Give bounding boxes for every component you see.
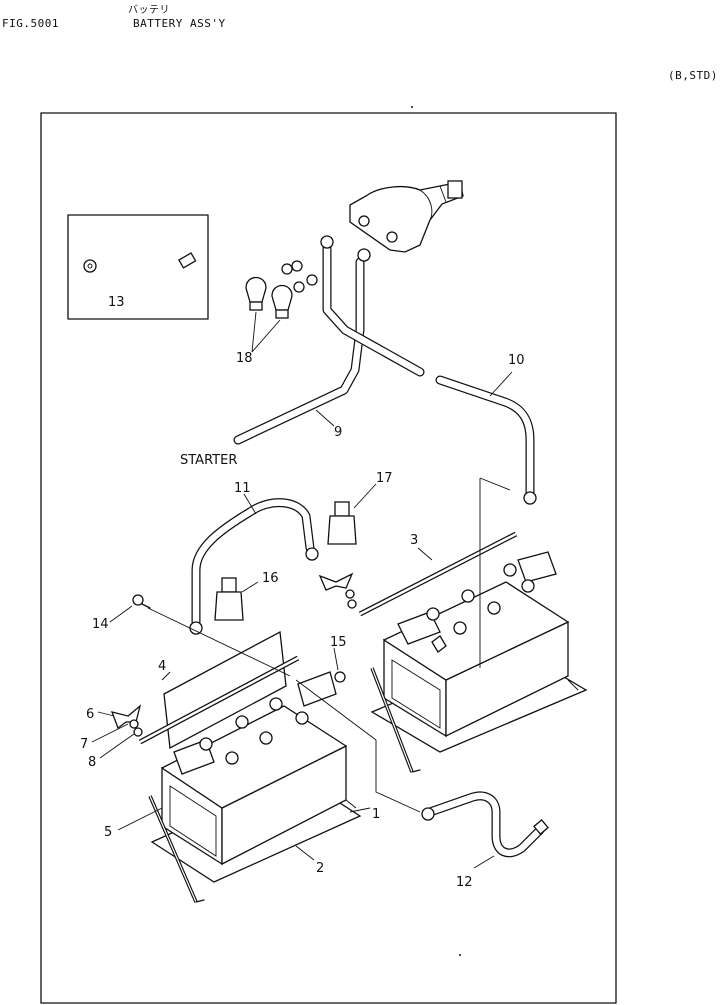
scan-speck xyxy=(411,106,413,108)
leader-line xyxy=(295,845,315,861)
leader-line xyxy=(147,607,291,677)
callout-9: 9 xyxy=(334,425,342,440)
figure-title: BATTERY ASS'Y xyxy=(133,17,226,30)
callout-14: 14 xyxy=(92,617,109,632)
callout-8: 8 xyxy=(88,755,96,770)
leader-line xyxy=(295,679,421,813)
leader-line xyxy=(479,477,511,491)
diagram-frame xyxy=(40,112,617,1004)
starter-label: STARTER xyxy=(180,453,237,468)
cable-12 xyxy=(421,791,549,869)
callout-3: 3 xyxy=(410,533,418,548)
cable-11 xyxy=(189,493,319,635)
terminal-cap-17 xyxy=(327,483,377,545)
battery-right xyxy=(370,551,588,753)
callout-13: 13 xyxy=(108,295,125,310)
hold-down-rod-right xyxy=(370,667,421,773)
cable-9 xyxy=(233,248,371,445)
variant-code: (B,STD) xyxy=(668,69,718,82)
nut-15 xyxy=(333,647,346,683)
callout-6: 6 xyxy=(86,707,94,722)
scan-speck xyxy=(459,954,461,956)
starter-motor xyxy=(349,180,464,253)
hold-down-rod-left xyxy=(117,795,205,903)
leader-line xyxy=(349,807,371,813)
callout-10: 10 xyxy=(508,353,525,368)
callout-15: 15 xyxy=(330,635,347,650)
battery-left xyxy=(150,671,362,883)
terminal-nuts xyxy=(281,260,318,293)
bolt-14 xyxy=(109,594,151,623)
callout-7: 7 xyxy=(80,737,88,752)
callout-11: 11 xyxy=(234,481,251,496)
inset-cable-13 xyxy=(67,214,209,320)
figure-number: FIG.5001 xyxy=(2,17,59,30)
callout-5: 5 xyxy=(104,825,112,840)
callout-17: 17 xyxy=(376,471,393,486)
terminal-caps-18 xyxy=(245,276,293,353)
callout-1: 1 xyxy=(372,807,380,822)
callout-4: 4 xyxy=(158,659,166,674)
callout-18: 18 xyxy=(236,351,253,366)
figure-title-japanese: バッテリ xyxy=(128,5,170,16)
callout-12: 12 xyxy=(456,875,473,890)
terminal-cap-16 xyxy=(214,577,259,621)
hold-down-bar-left xyxy=(138,655,300,745)
wing-nut-right xyxy=(318,572,357,609)
cable-10 xyxy=(320,235,537,505)
callout-2: 2 xyxy=(316,861,324,876)
hold-down-bar-3 xyxy=(358,531,518,617)
wing-nut-left xyxy=(91,704,143,759)
callout-16: 16 xyxy=(262,571,279,586)
